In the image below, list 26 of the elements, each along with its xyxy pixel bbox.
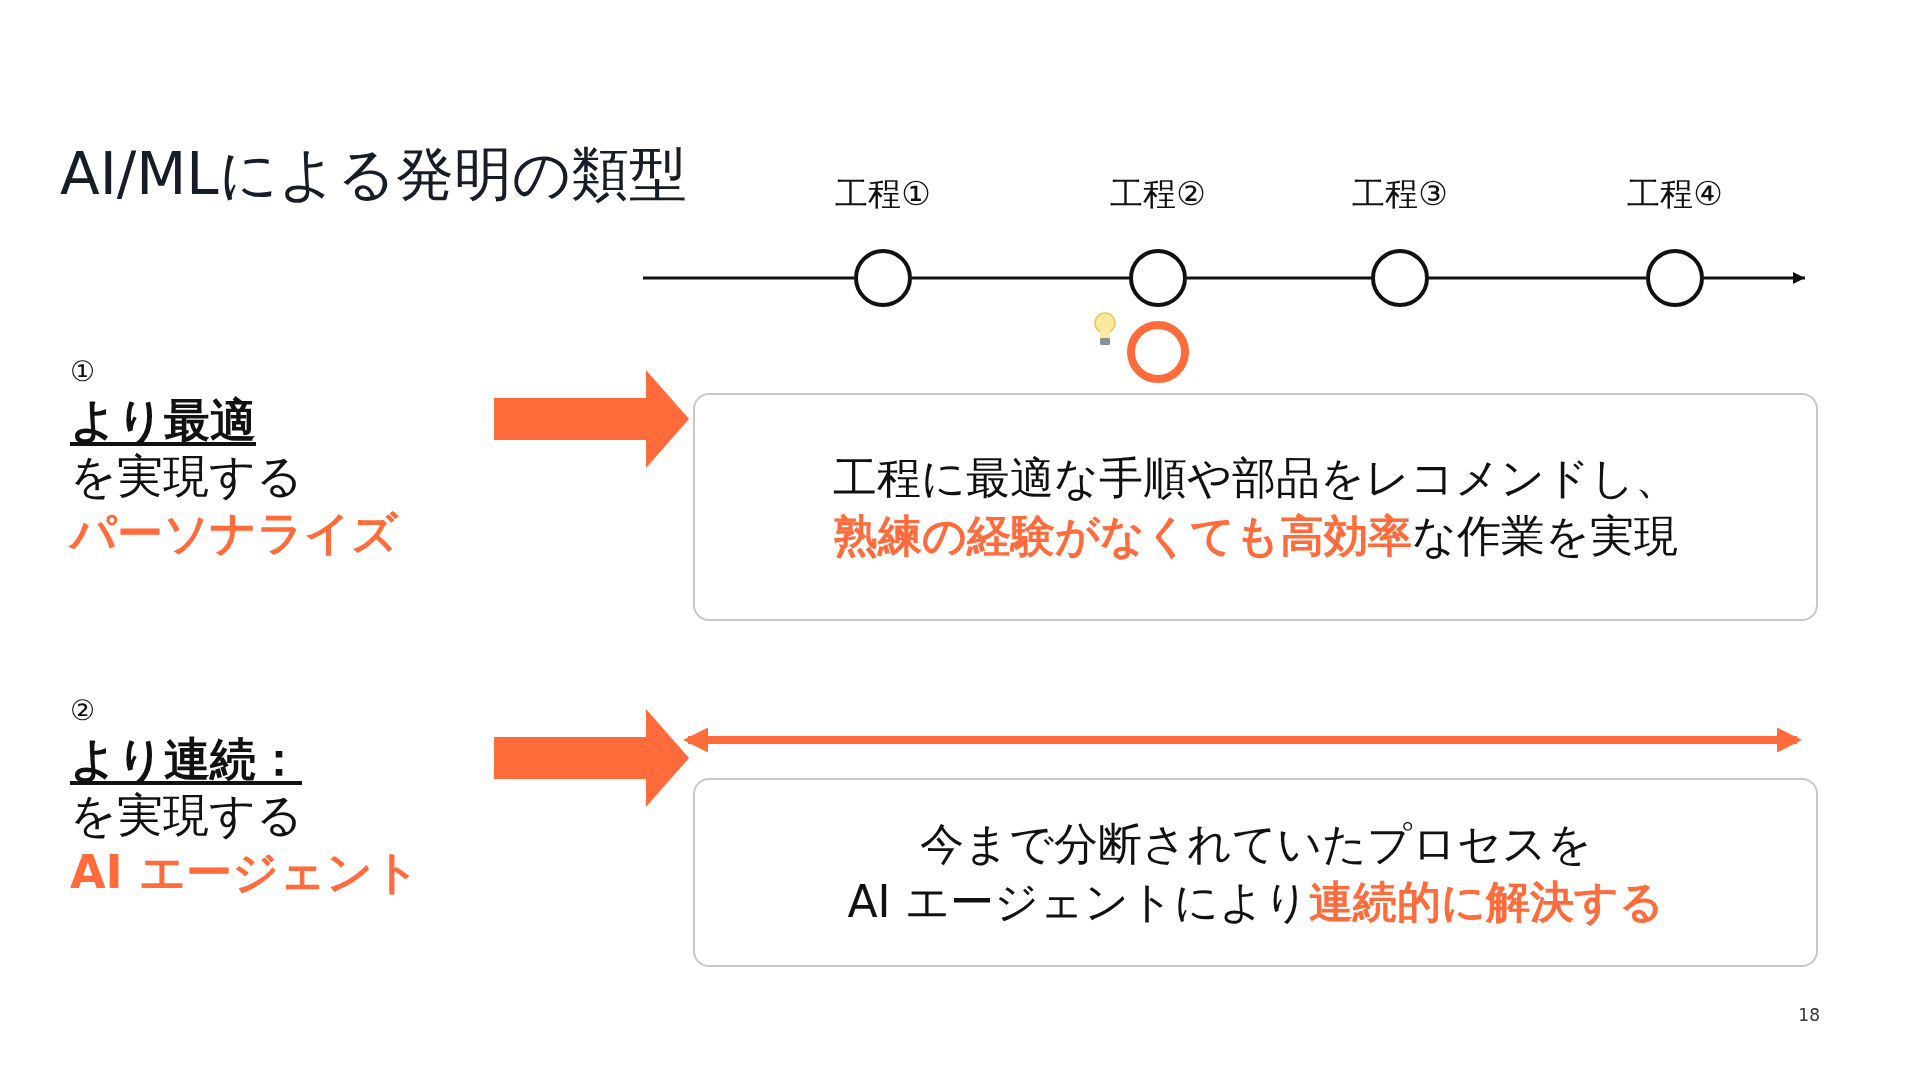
timeline-arrow [1704,272,1805,284]
timeline-line [643,276,854,280]
subheading: を実現する [70,787,303,843]
category-label: パーソナライズ [70,505,398,562]
title: AI/MLによる発明の類型 [60,139,687,210]
page-number: 18 [1797,1005,1820,1025]
description-text: 今まで分断されていたプロセスを [919,816,1592,871]
timeline-line [912,276,1129,280]
step-label: 工程④ [1626,174,1724,214]
description-text: AI エージェントにより連続的に解決する [847,874,1664,929]
subheading: を実現する [70,448,303,504]
block-arrow [494,370,689,468]
step-label: 工程② [1109,174,1207,214]
description-text: 工程に最適な手順や部品をレコメンドし、熟練の経験がなくても高効率な作業を実現 [831,451,1680,563]
step-label: 工程③ [1351,174,1449,214]
item-number: ② [70,693,96,729]
block-arrow [494,709,689,807]
step-label: 工程① [834,174,932,214]
text-card [693,393,1818,621]
heading: より連続： [70,731,302,787]
item-number: ① [70,354,96,390]
text-card [693,778,1818,967]
timeline-line [1187,276,1371,280]
category-label: AI エージェント [70,844,420,901]
heading: より最適 [70,392,256,448]
timeline-line [1429,276,1646,280]
